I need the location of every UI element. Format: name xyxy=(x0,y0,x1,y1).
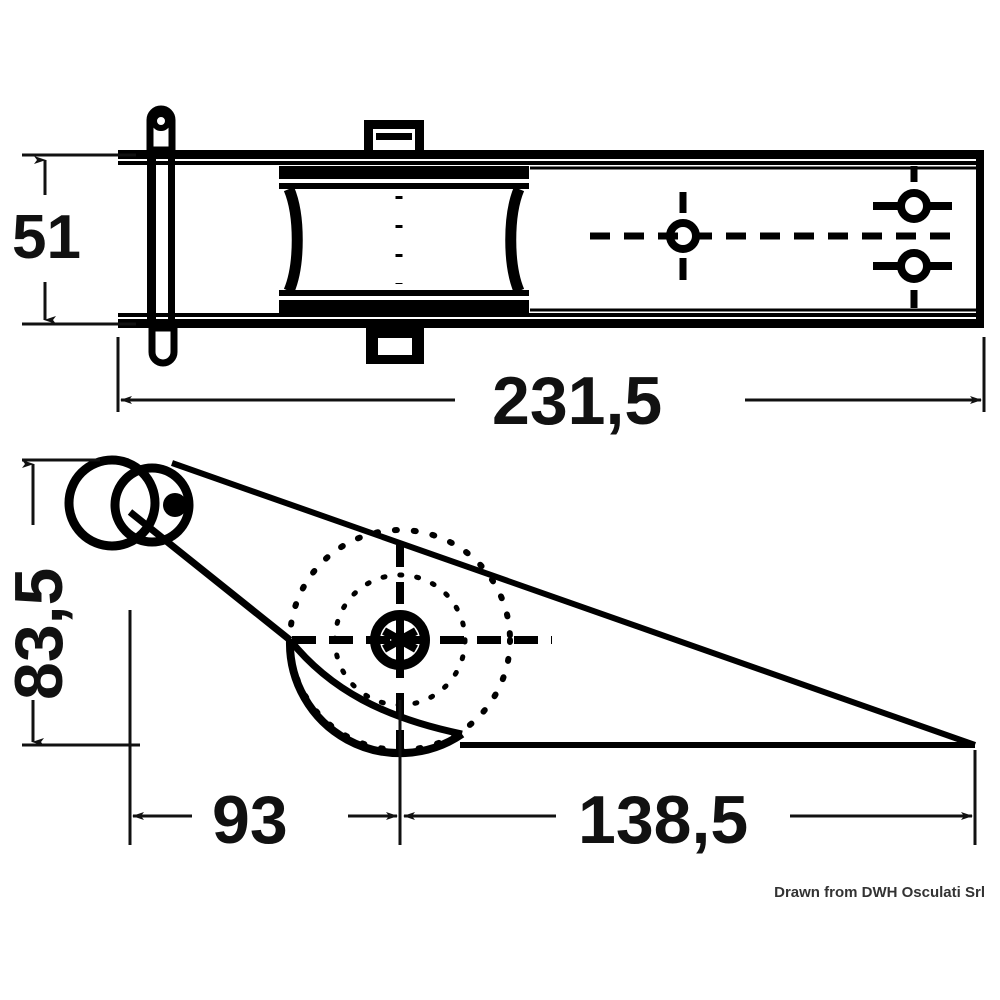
dimension-93-label: 93 xyxy=(212,782,288,858)
plan-bottom-nut xyxy=(366,328,424,364)
side-roller-visible-arc xyxy=(285,639,465,758)
dimension-83-5-label: 83,5 xyxy=(1,568,77,700)
plan-top-bolt-head xyxy=(364,120,424,151)
plan-centre-bolt-hole xyxy=(666,192,700,280)
dimension-83-5: 83,5 xyxy=(1,458,140,747)
attribution-label: Drawn from DWH Osculati Srl xyxy=(774,884,985,901)
side-roller-centre-lines xyxy=(292,545,552,760)
plan-left-bracket xyxy=(146,105,178,367)
side-lower-edge xyxy=(127,509,293,643)
plan-right-bolt-hole-lower xyxy=(873,249,952,308)
plan-body-outline xyxy=(118,150,984,328)
dimension-138-5-label: 138,5 xyxy=(578,782,748,858)
dimension-138-5: 138,5 xyxy=(403,750,977,858)
side-roller-chord xyxy=(287,637,463,738)
plan-view xyxy=(118,105,984,367)
side-top-edge xyxy=(171,460,976,748)
dimension-231-5: 231,5 xyxy=(116,337,986,439)
dimension-51-label: 51 xyxy=(12,203,81,272)
dimension-93: 93 xyxy=(128,610,402,858)
plan-right-bolt-hole-upper xyxy=(873,166,952,223)
side-pin-eye xyxy=(64,455,194,551)
plan-roller-sheave xyxy=(279,166,529,313)
dimension-51: 51 xyxy=(12,153,136,326)
dimension-231-5-label: 231,5 xyxy=(492,363,662,439)
side-view xyxy=(64,455,976,760)
plan-inner-edges xyxy=(530,166,976,312)
